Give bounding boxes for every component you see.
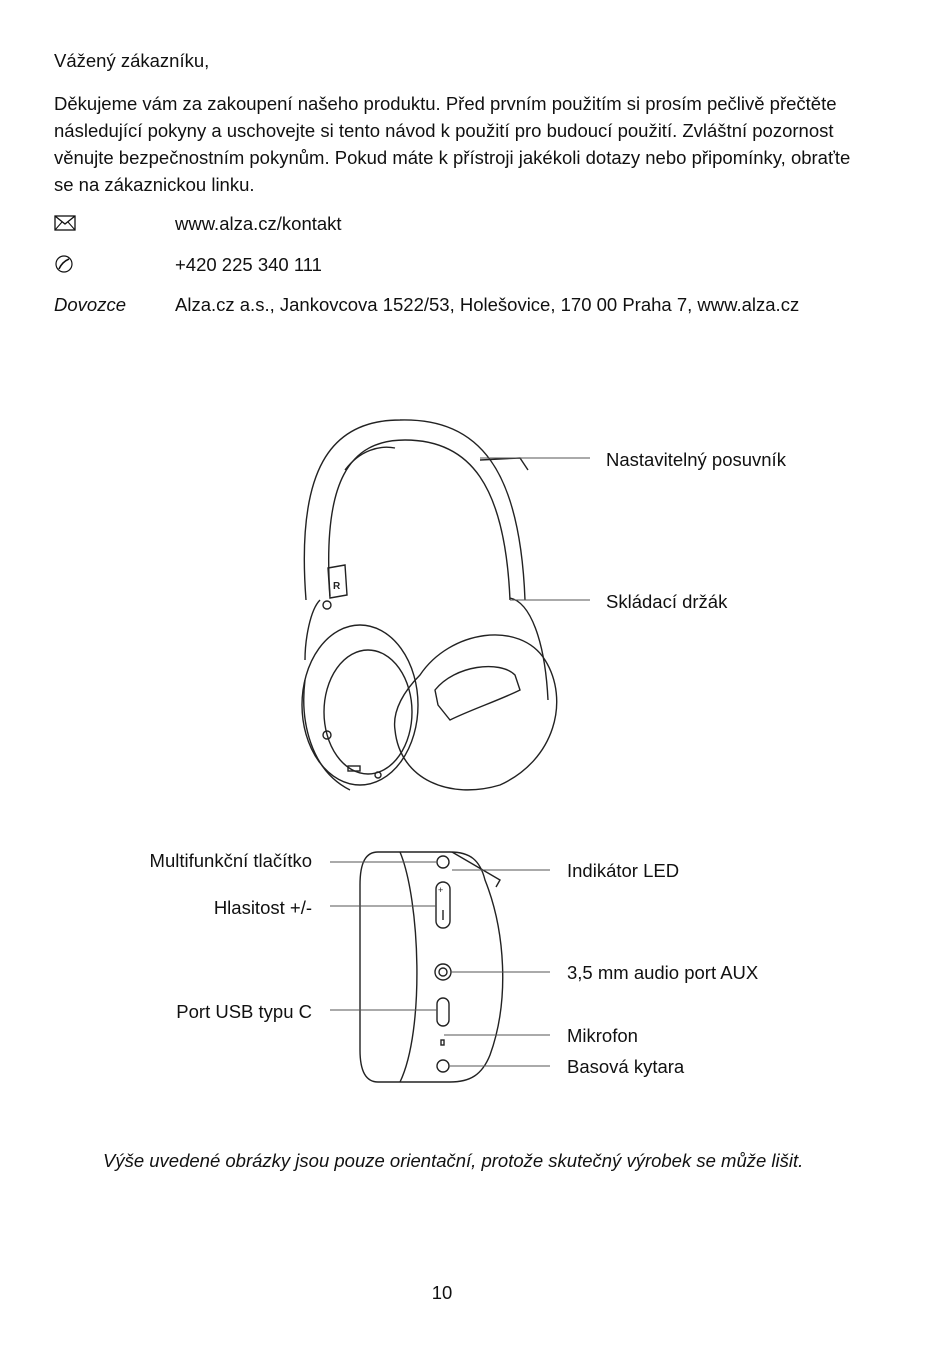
phone-icon xyxy=(54,254,94,279)
usb-label: Port USB typu C xyxy=(176,1001,312,1022)
slider-label: Nastavitelný posuvník xyxy=(606,449,786,470)
envelope-icon xyxy=(54,214,94,236)
volume-label: Hlasitost +/- xyxy=(213,897,312,918)
multifunction-label: Multifunkční tlačítko xyxy=(149,850,312,871)
mic-label: Mikrofon xyxy=(567,1025,638,1046)
svg-text:+: + xyxy=(438,885,443,895)
phone-number: +420 225 340 111 xyxy=(175,254,322,275)
importer-address: Alza.cz a.s., Jankovcova 1522/53, Holešo… xyxy=(175,294,800,315)
importer-label: Dovozce xyxy=(54,294,126,315)
intro-paragraph: Děkujeme vám za zakoupení našeho produkt… xyxy=(54,93,851,195)
bass-label: Basová kytara xyxy=(567,1056,685,1077)
greeting: Vážený zákazníku, xyxy=(54,50,210,71)
page-number: 10 xyxy=(431,1282,453,1303)
disclaimer-note: Výše uvedené obrázky jsou pouze orientač… xyxy=(103,1150,804,1171)
led-label: Indikátor LED xyxy=(567,860,680,881)
aux-label: 3,5 mm audio port AUX xyxy=(567,962,759,983)
hinge-label: Skládací držák xyxy=(606,591,728,612)
website-link[interactable]: www.alza.cz/kontakt xyxy=(175,213,342,234)
ear-marking: R xyxy=(333,581,341,592)
